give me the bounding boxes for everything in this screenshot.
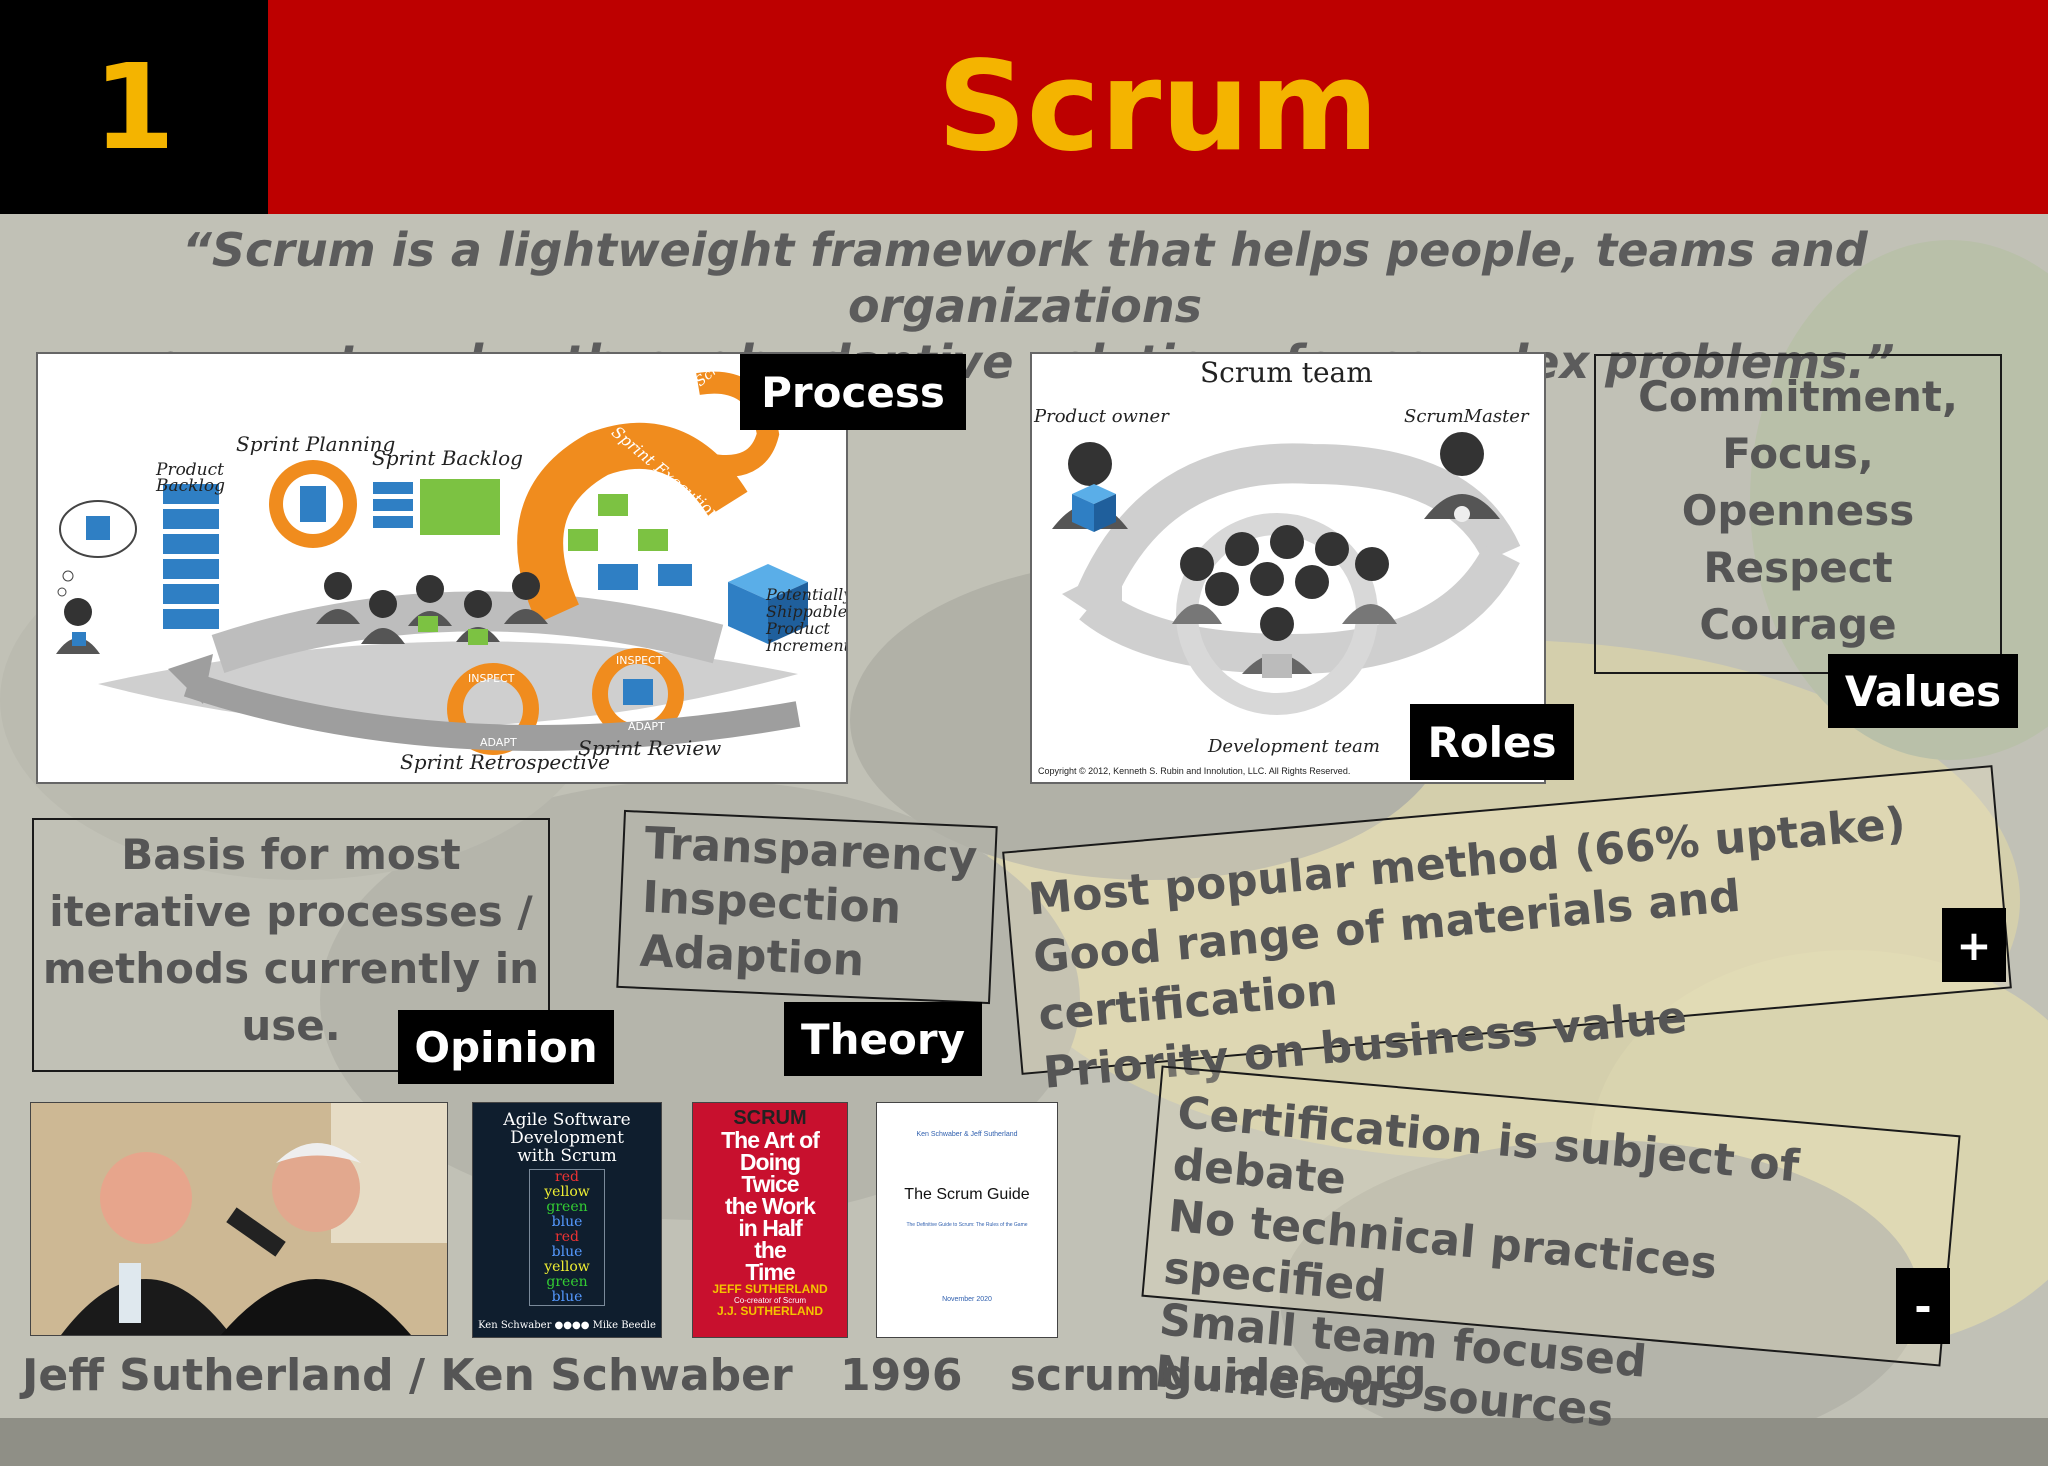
book-agile-software-development-with-scrum: Agile Software Development with Scrum re… [472, 1102, 662, 1338]
quote-line-1: “Scrum is a lightweight framework that h… [182, 223, 1868, 333]
sprint-retrospective-label: Sprint Retrospective [400, 750, 610, 774]
increment-line-3: Product [766, 619, 830, 638]
book1-color-4: blue [551, 1214, 583, 1230]
header-bar [0, 0, 2048, 214]
value-courage: Courage [1699, 600, 1897, 649]
theory-label: Theory [784, 1002, 982, 1076]
opinion-box: Basis for most iterative processes / met… [32, 818, 550, 1072]
backlog-stack-icon [163, 484, 219, 629]
slide-number: 1 [0, 0, 268, 214]
book2-top: SCRUM [733, 1107, 807, 1129]
footer-year: 1996 [840, 1350, 963, 1401]
roles-diagram: Scrum team Product owner ScrumMaster Dev… [1030, 352, 1546, 784]
book2-title-line-4: the Work [725, 1193, 816, 1219]
opinion-line-1: Basis for most [121, 830, 461, 879]
book2-coauthor: J.J. SUTHERLAND [716, 1304, 823, 1318]
values-label: Values [1828, 654, 2018, 728]
development-team-icon [1180, 525, 1389, 641]
value-openness: Openness [1681, 486, 1915, 535]
definition-quote: “Scrum is a lightweight framework that h… [110, 222, 1940, 390]
cons-minus-sign: - [1896, 1268, 1950, 1344]
opinion-line-2: iterative processes / [49, 887, 533, 936]
value-focus: Focus, [1722, 429, 1874, 478]
book2-title-line-2: Doing [739, 1149, 801, 1175]
book1-color-6: blue [551, 1244, 583, 1260]
sprint-review-label: Sprint Review [578, 736, 722, 760]
value-commitment: Commitment, [1638, 372, 1958, 421]
book1-title-line-1: Agile Software [503, 1110, 631, 1130]
values-box: Commitment, Focus, Openness Respect Cour… [1594, 354, 2002, 674]
book-scrum-guide: Ken Schwaber & Jeff Sutherland The Scrum… [876, 1102, 1058, 1338]
increment-line-4: Increment [766, 636, 848, 655]
roles-label: Roles [1410, 704, 1574, 780]
book1-color-5: red [555, 1229, 579, 1245]
process-diagram-graphic [56, 371, 808, 755]
book1-color-3: green [546, 1199, 588, 1215]
book3-authors: Ken Schwaber & Jeff Sutherland [916, 1131, 1018, 1138]
book2-author: JEFF SUTHERLAND [712, 1282, 828, 1296]
roles-diagram-graphic [1052, 432, 1521, 715]
increment-line-1: Potentially [766, 585, 848, 604]
opinion-label: Opinion [398, 1010, 614, 1084]
book1-color-9: blue [551, 1289, 583, 1305]
scrum-master-label: ScrumMaster [1404, 406, 1529, 427]
adapt-label-1: ADAPT [480, 736, 517, 749]
founders-photo [30, 1102, 448, 1336]
book1-color-2: yellow [544, 1184, 590, 1200]
theory-box: Transparency Inspection Adaption [616, 809, 998, 1005]
book1-color-8: green [546, 1274, 588, 1290]
increment-line-2: Shippable [766, 602, 848, 621]
book2-coauthor-note: Co-creator of Scrum [733, 1296, 807, 1305]
sprint-backlog-grid [373, 479, 500, 535]
book2-title-line-6: the [754, 1237, 787, 1263]
book-scrum-art-of-doing-twice: SCRUM The Art of Doing Twice the Work in… [692, 1102, 848, 1338]
process-diagram: Product Backlog Sprint Planning Sprint B… [36, 352, 848, 784]
roles-copyright: Copyright © 2012, Kenneth S. Rubin and I… [1038, 766, 1351, 776]
task-cluster-icon [568, 494, 692, 590]
book2-title-line-7: Time [745, 1259, 795, 1285]
value-respect: Respect [1703, 543, 1893, 592]
inspect-label-2: INSPECT [616, 654, 663, 667]
founders-photo-graphic [31, 1103, 447, 1335]
footer-url[interactable]: scrumguides.org [1009, 1350, 1427, 1401]
adapt-label-2: ADAPT [628, 720, 665, 733]
book1-color-1: red [555, 1169, 579, 1185]
book3-title: The Scrum Guide [904, 1186, 1030, 1203]
opinion-line-4: use. [241, 1001, 341, 1050]
scrum-team-title: Scrum team [1200, 356, 1373, 389]
increment-label: Potentially Shippable Product Increment [766, 585, 848, 655]
sprint-backlog-label: Sprint Backlog [372, 446, 523, 470]
team-people-icon [316, 572, 548, 645]
book2-title-line-5: in Half [738, 1215, 802, 1241]
footer: Jeff Sutherland / Ken Schwaber 1996 scru… [22, 1350, 1459, 1401]
book3-date: November 2020 [942, 1296, 992, 1303]
opinion-line-3: methods currently in [42, 944, 540, 993]
book2-title-line-3: Twice [741, 1171, 799, 1197]
book2-title-line-1: The Art of [721, 1127, 820, 1153]
product-backlog-label: Product Backlog [156, 460, 226, 496]
product-owner-label: Product owner [1034, 406, 1169, 427]
inspect-label-1: INSPECT [468, 672, 515, 685]
pros-plus-sign: + [1942, 908, 2006, 982]
process-label: Process [740, 354, 966, 430]
book1-authors: Ken Schwaber ●●●● Mike Beedle [478, 1320, 656, 1331]
book1-title-line-3: with Scrum [517, 1146, 617, 1166]
book1-title-line-2: Development [510, 1128, 624, 1148]
footer-names: Jeff Sutherland / Ken Schwaber [22, 1350, 793, 1401]
slide-title: Scrum [937, 35, 1379, 179]
book1-color-7: yellow [544, 1259, 590, 1275]
sprint-planning-label: Sprint Planning [236, 432, 396, 456]
book3-subtitle: The Definitive Guide to Scrum: The Rules… [906, 1222, 1028, 1228]
development-team-label: Development team [1208, 736, 1380, 757]
